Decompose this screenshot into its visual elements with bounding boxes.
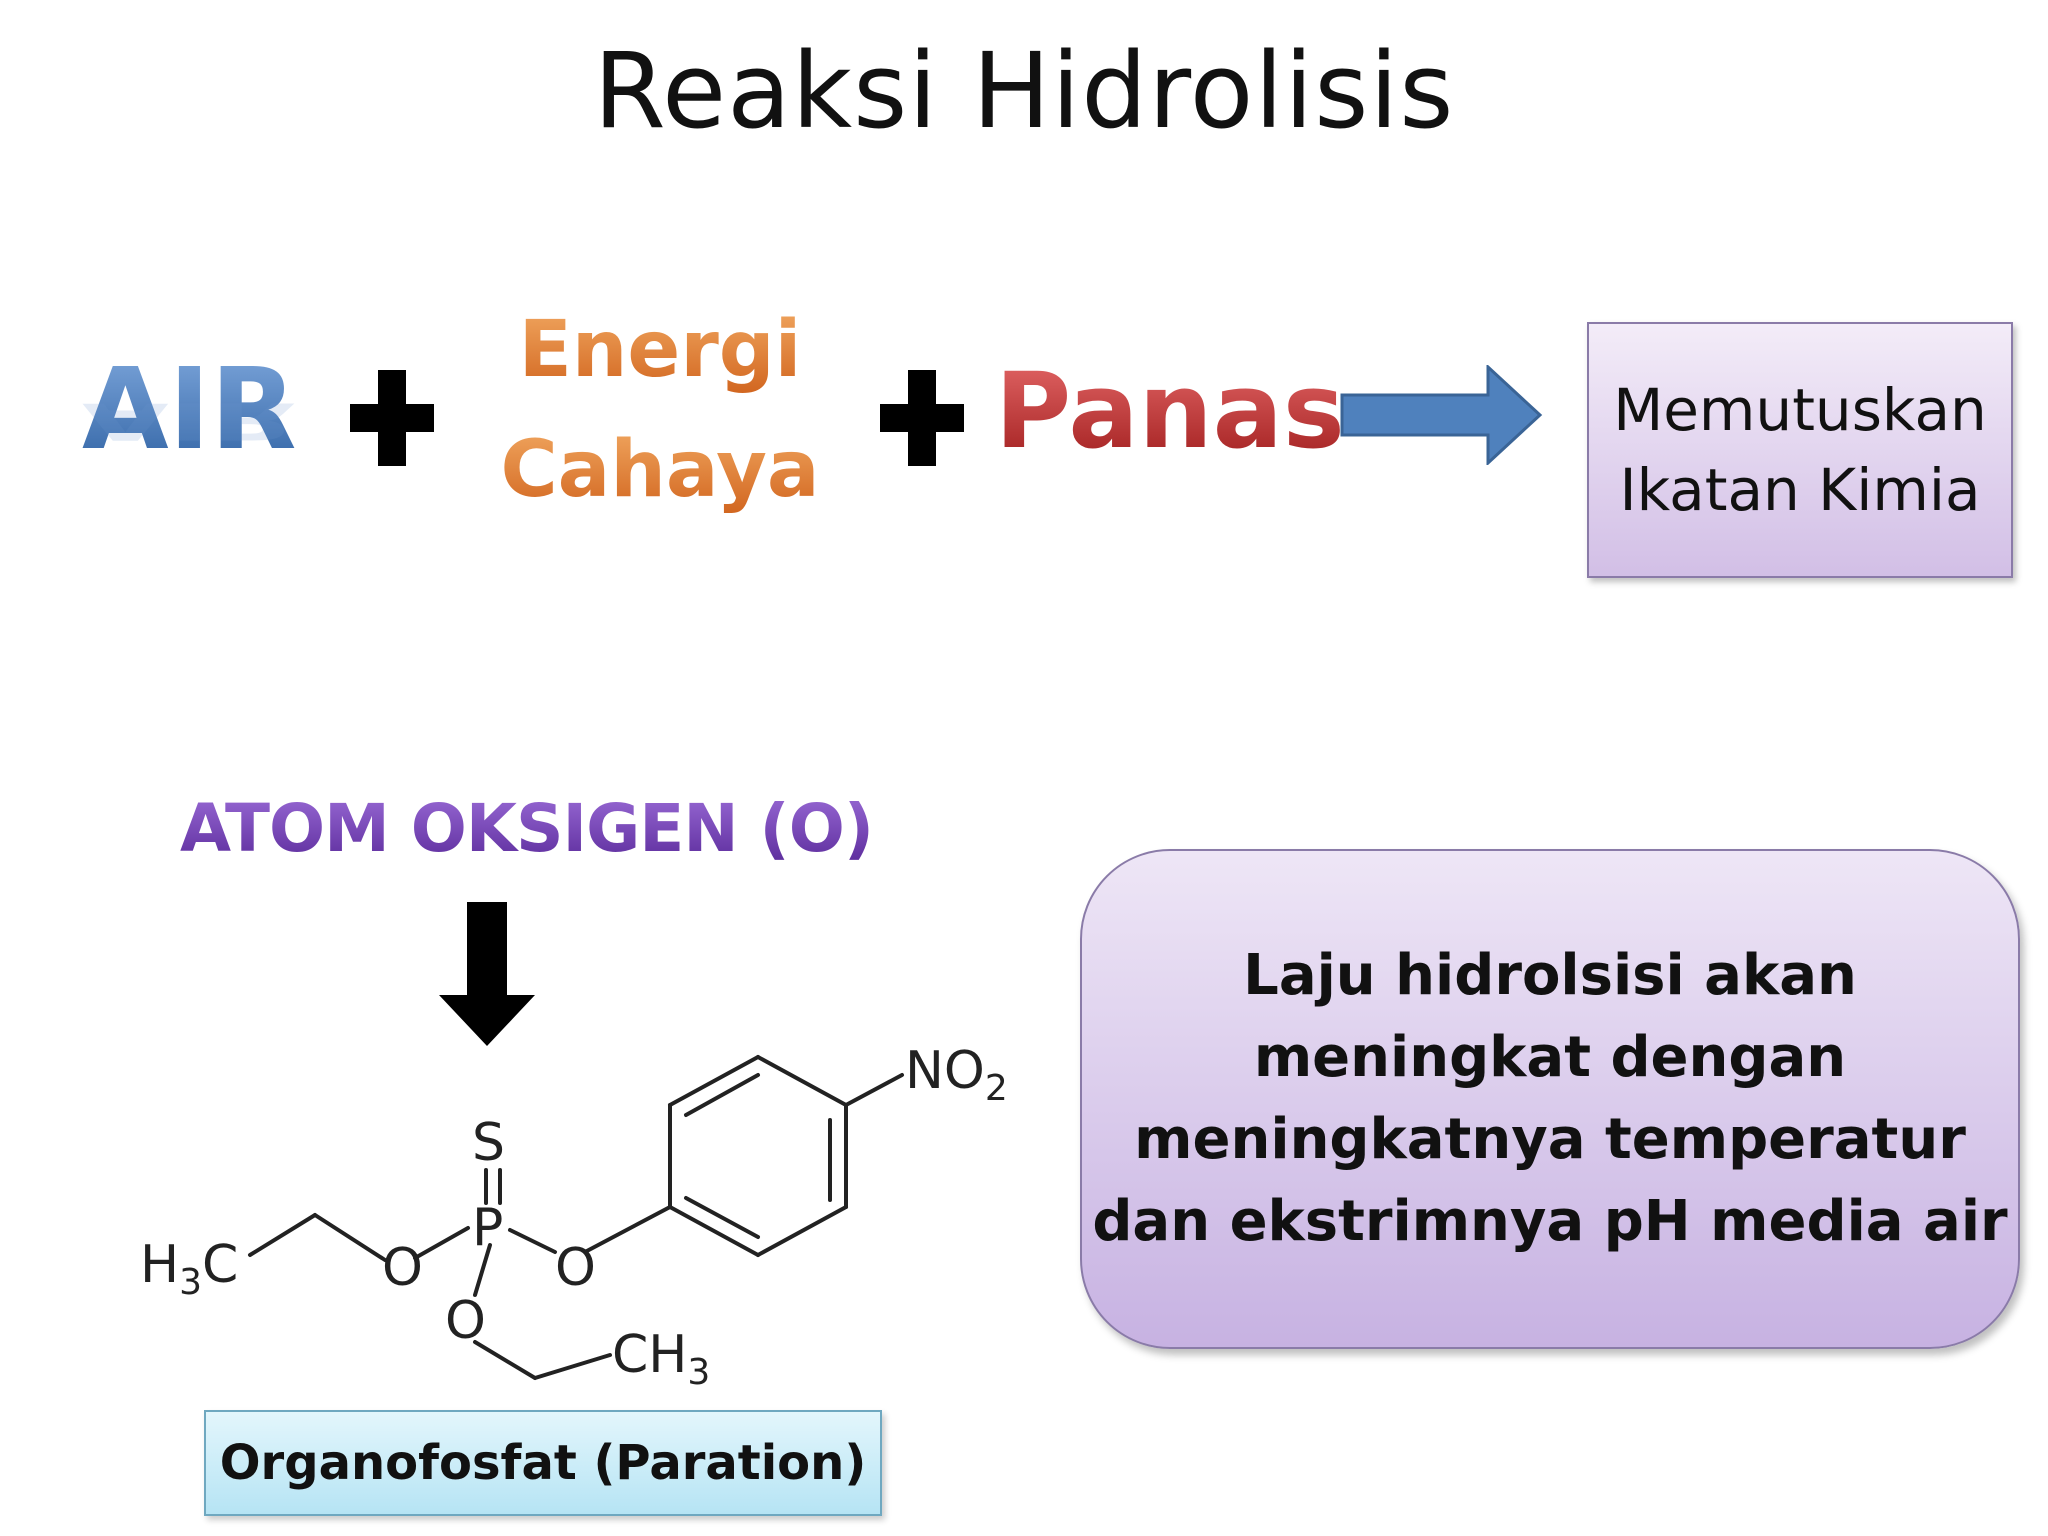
- plus-icon-2: [880, 370, 964, 466]
- oxygen-heading: ATOM OKSIGEN (O): [180, 790, 874, 867]
- result-box: Memutuskan Ikatan Kimia: [1587, 322, 2013, 578]
- atom-s: S: [472, 1113, 505, 1173]
- term-air-reflection: AIR: [82, 391, 297, 451]
- atom-o-left: O: [382, 1238, 423, 1298]
- group-ch3: CH3: [612, 1325, 710, 1393]
- right-arrow-icon: [1340, 365, 1543, 465]
- term-panas: Panas: [995, 350, 1345, 472]
- atom-o-right: O: [555, 1238, 596, 1298]
- down-arrow-icon: [439, 902, 535, 1046]
- info-box: Laju hidrolsisi akan meningkat dengan me…: [1080, 849, 2020, 1349]
- info-text: Laju hidrolsisi akan meningkat dengan me…: [1092, 943, 2008, 1254]
- group-h3c: H3C: [140, 1235, 238, 1303]
- paration-structure: S P O O O NO2 H3C CH3: [140, 1041, 1008, 1393]
- atom-p: P: [472, 1198, 503, 1258]
- group-no2: NO2: [905, 1041, 1008, 1109]
- result-line-2: Ikatan Kimia: [1619, 456, 1981, 524]
- atom-o-bottom: O: [445, 1291, 486, 1351]
- term-cahaya: Cahaya: [470, 410, 850, 530]
- slide-title: Reaksi Hidrolisis: [593, 30, 1455, 152]
- result-line-1: Memutuskan: [1613, 376, 1987, 444]
- molecule-caption: Organofosfat (Paration): [204, 1410, 882, 1516]
- plus-icon-1: [350, 370, 434, 466]
- term-energi: Energi: [470, 290, 850, 410]
- term-air: AIR: [82, 345, 297, 475]
